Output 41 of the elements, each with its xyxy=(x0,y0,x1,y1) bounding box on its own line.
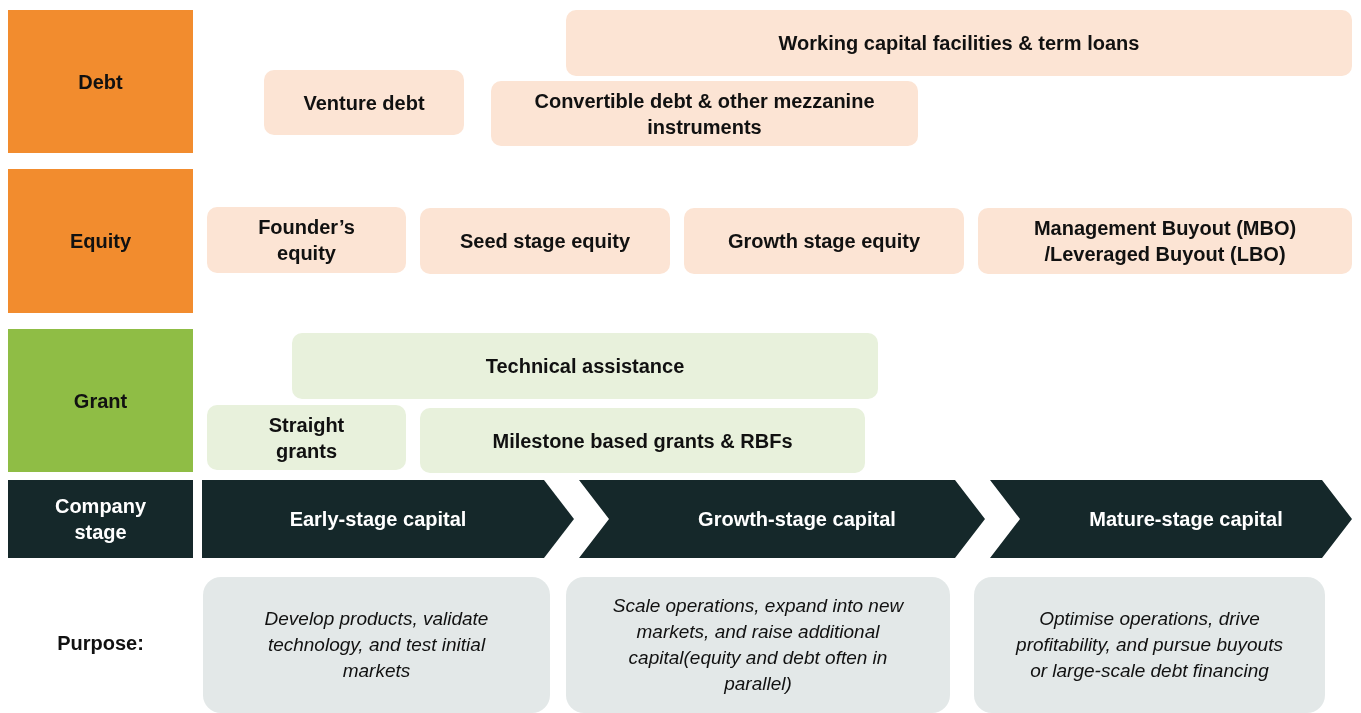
node-text: Seed stage equity xyxy=(458,229,632,254)
instrument-box xyxy=(420,408,865,473)
node-text: Mature-stage capital xyxy=(1088,507,1283,532)
node-text: Growth stage equity xyxy=(726,229,922,254)
node-text: Milestone based grants & RBFs xyxy=(491,428,794,454)
node-text: Grant xyxy=(72,388,129,414)
instrument-box xyxy=(491,81,918,146)
node-text: Scale operations, expand into new markets, and raise additional capital(equity and debt often in parallel) xyxy=(611,594,905,696)
category-header xyxy=(8,169,193,313)
node-text: Convertible debt & other mezzanine instruments xyxy=(533,88,876,140)
node-text: Venture debt xyxy=(302,90,426,116)
stage-banner xyxy=(990,480,1352,558)
row-label: Purpose: xyxy=(56,632,145,655)
stage-banner xyxy=(579,480,985,558)
node-text: Optimise operations, drive profitability, and pursue buyouts or large-scale debt financing xyxy=(1014,607,1284,683)
node-text: Equity xyxy=(68,229,133,254)
node-text: Working capital facilities & term loans xyxy=(777,31,1141,56)
instrument-box xyxy=(684,208,964,274)
node-text: Develop products, validate technology, and test initial markets xyxy=(263,607,490,683)
node-text: Company stage xyxy=(53,494,148,545)
row-header xyxy=(8,480,193,558)
node-text: Straight grants xyxy=(267,412,346,464)
purpose-box xyxy=(203,577,550,713)
purpose-box xyxy=(974,577,1325,713)
instrument-box xyxy=(292,333,878,399)
instrument-box xyxy=(207,405,406,470)
instrument-box xyxy=(207,207,406,273)
instrument-box xyxy=(566,10,1352,76)
stage-banner xyxy=(202,480,574,558)
node-text: Early-stage capital xyxy=(289,507,468,532)
node-text: Founder’s equity xyxy=(257,215,356,266)
node-text: Management Buyout (MBO) /Leveraged Buyout (LBO) xyxy=(1032,216,1298,267)
instrument-box xyxy=(978,208,1352,274)
category-header xyxy=(8,10,193,153)
node-text: Debt xyxy=(77,69,124,95)
category-header xyxy=(8,329,193,472)
instrument-box xyxy=(264,70,464,135)
node-text: Growth-stage capital xyxy=(697,507,896,532)
node-text: Technical assistance xyxy=(484,354,686,379)
instrument-box xyxy=(420,208,670,274)
purpose-box xyxy=(566,577,950,713)
